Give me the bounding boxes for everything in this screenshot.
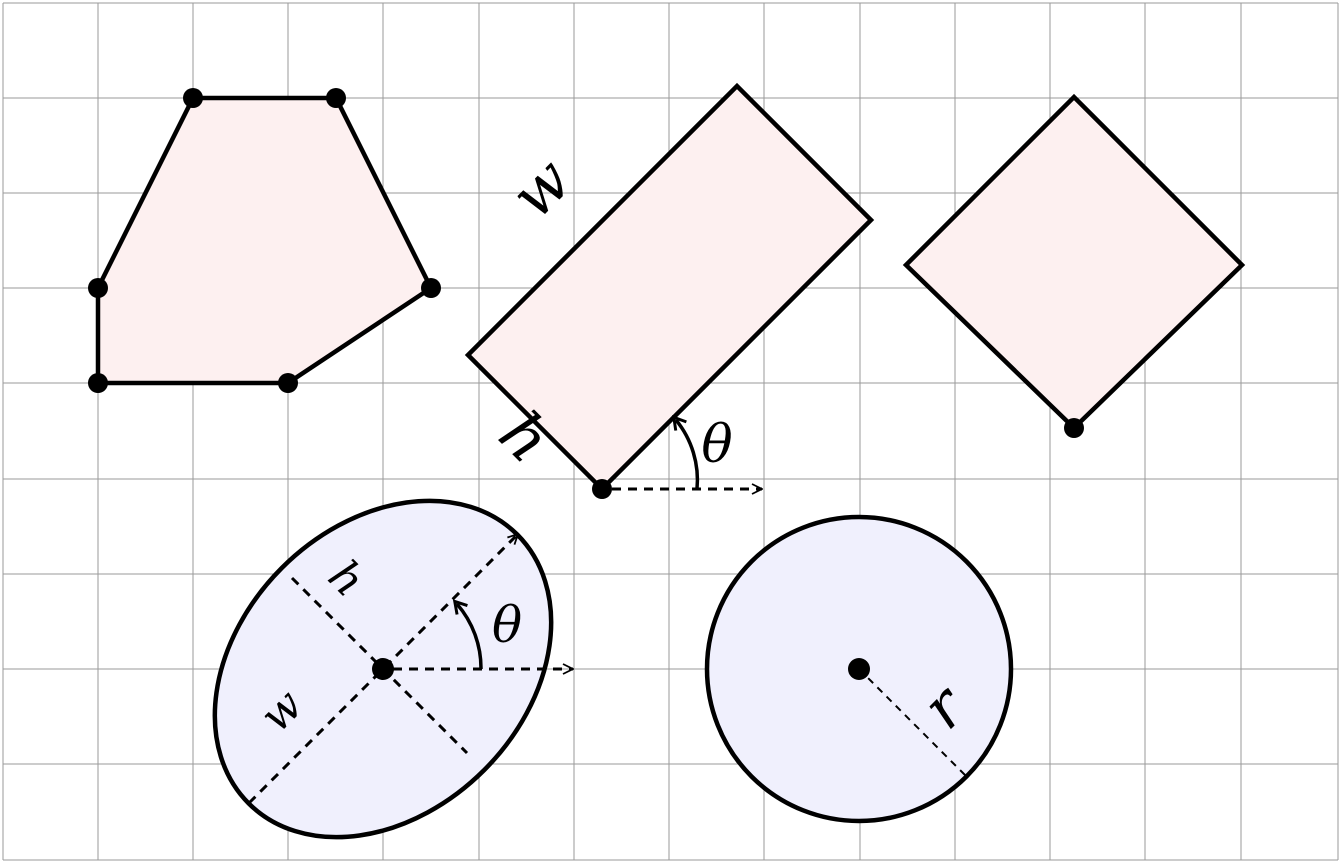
square bbox=[902, 93, 1246, 432]
square-shape bbox=[902, 93, 1246, 438]
ellipse-shape: w h θ bbox=[212, 498, 619, 840]
rotated-rectangle bbox=[464, 82, 875, 493]
polygon-vertex bbox=[88, 373, 108, 393]
ellipse-center-point bbox=[372, 658, 394, 680]
ellipse-angle-arc bbox=[457, 604, 483, 670]
polygon-vertex bbox=[183, 88, 203, 108]
ellipse-angle-label: θ bbox=[492, 596, 522, 654]
polygon-vertex bbox=[421, 278, 441, 298]
polygon-vertex bbox=[326, 88, 346, 108]
rectangle-width-label: w bbox=[496, 143, 585, 232]
square-anchor-point bbox=[1064, 418, 1084, 438]
polygon bbox=[95, 95, 434, 386]
circle-shape: r bbox=[704, 514, 1014, 824]
polygon-vertex bbox=[278, 373, 298, 393]
rectangle-angle-label: θ bbox=[701, 415, 732, 475]
rectangle-anchor-point bbox=[592, 479, 612, 499]
rectangle-angle-arc bbox=[676, 420, 700, 490]
polygon-shape bbox=[88, 88, 441, 393]
polygon-vertex bbox=[88, 278, 108, 298]
circle-center-point bbox=[848, 658, 870, 680]
